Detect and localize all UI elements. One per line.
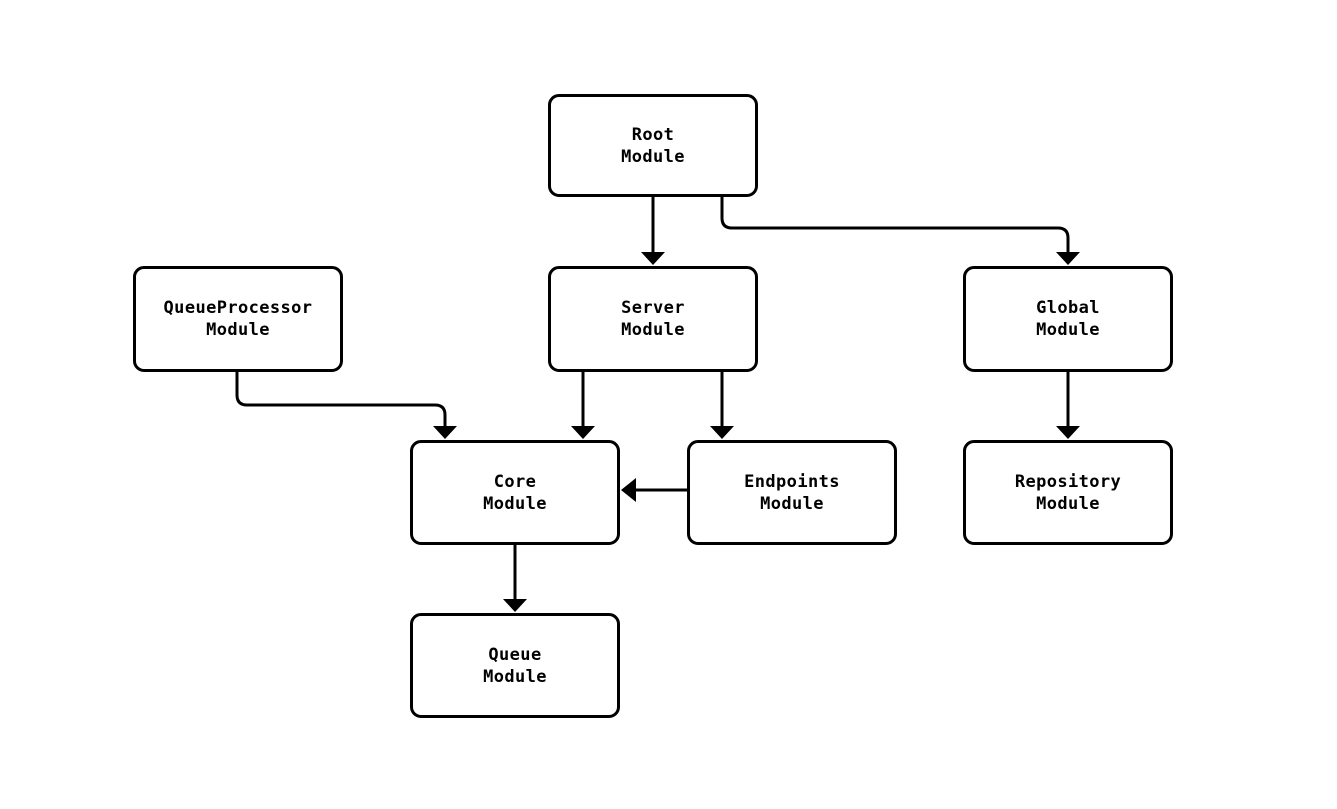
node-queueprocessor-line2: Module xyxy=(206,320,270,340)
node-endpoints[interactable]: Endpoints Module xyxy=(687,440,897,545)
node-server-line2: Module xyxy=(621,320,685,340)
node-root-line1: Root xyxy=(631,124,675,145)
edge-root-to-server xyxy=(641,197,665,265)
edge-core-to-queue xyxy=(503,545,527,612)
node-queueprocessor-line1: QueueProcessor xyxy=(163,298,313,318)
edge-queueprocessor-to-core xyxy=(235,372,457,439)
node-queue-line1: Queue xyxy=(488,644,542,665)
node-queue[interactable]: Queue Module xyxy=(410,613,620,718)
node-global-line1: Global xyxy=(1036,298,1100,318)
edge-server-to-core xyxy=(571,372,595,439)
node-root[interactable]: Root Module xyxy=(548,94,758,197)
node-core-line2: Module xyxy=(483,493,547,514)
edge-root-to-global xyxy=(720,197,1080,265)
node-server-line1: Server xyxy=(621,298,685,318)
node-queueprocessor[interactable]: QueueProcessor Module xyxy=(133,266,343,372)
node-global-line2: Module xyxy=(1036,320,1100,340)
node-root-line2: Module xyxy=(621,146,685,167)
node-core-line1: Core xyxy=(493,471,537,492)
node-endpoints-line1: Endpoints xyxy=(744,471,840,492)
node-repository-line1: Repository xyxy=(1014,471,1122,492)
node-core[interactable]: Core Module xyxy=(410,440,620,545)
edge-endpoints-to-core xyxy=(621,478,687,502)
node-repository[interactable]: Repository Module xyxy=(963,440,1173,545)
node-repository-line2: Module xyxy=(1036,493,1100,514)
node-endpoints-line2: Module xyxy=(760,493,824,514)
node-server[interactable]: Server Module xyxy=(548,266,758,372)
node-global[interactable]: Global Module xyxy=(963,266,1173,372)
edge-server-to-endpoints xyxy=(710,372,734,439)
node-queue-line2: Module xyxy=(483,666,547,687)
edge-global-to-repository xyxy=(1056,372,1080,439)
